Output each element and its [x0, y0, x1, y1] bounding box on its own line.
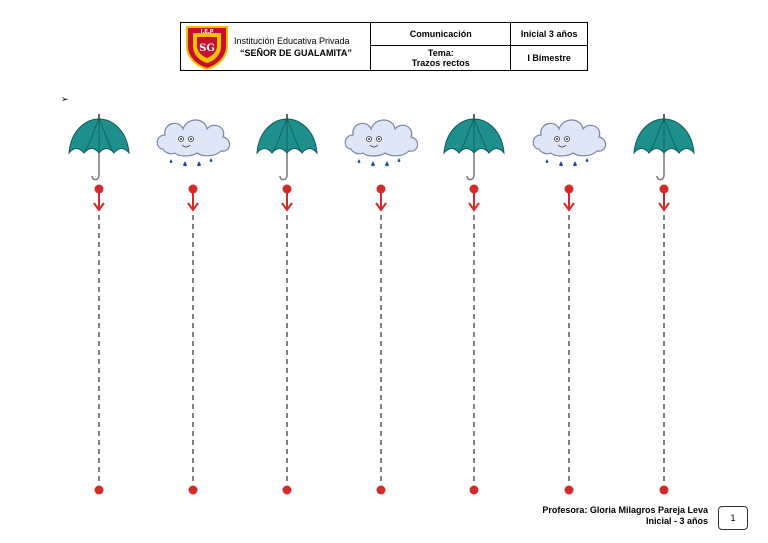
- footer-level: Inicial - 3 años: [645, 516, 708, 526]
- school-crest-icon: I.E.P SG: [186, 25, 228, 70]
- topic-cell: Tema: Trazos rectos: [370, 45, 512, 71]
- direction-arrow-icon: [281, 193, 293, 212]
- topic-label: Tema:: [427, 48, 454, 58]
- start-dot: [469, 184, 479, 194]
- svg-text:SG: SG: [199, 43, 215, 54]
- start-dot: [659, 184, 669, 194]
- teacher-name: Profesora: Gloria Milagros Pareja Leva: [542, 505, 708, 515]
- header-table: I.E.P SG Institución Educativa Privada “…: [179, 22, 588, 71]
- level-cell: Inicial 3 años: [510, 22, 588, 46]
- cloud-icon: [532, 119, 607, 167]
- umbrella-icon: [443, 113, 505, 181]
- page-number: 1: [718, 506, 748, 530]
- start-dot: [376, 184, 386, 194]
- end-dot: [659, 485, 669, 495]
- tracing-column: [256, 113, 318, 495]
- end-dot: [282, 485, 292, 495]
- tracing-column: [344, 119, 419, 495]
- tracing-column: [633, 113, 695, 495]
- end-dot: [376, 485, 386, 495]
- tracing-column: [156, 119, 231, 495]
- end-dot: [469, 485, 479, 495]
- start-dot: [564, 184, 574, 194]
- start-dot: [282, 184, 292, 194]
- bullet-marker: ➢: [61, 94, 69, 104]
- end-dot: [564, 485, 574, 495]
- start-dot: [188, 184, 198, 194]
- tracing-column: [68, 113, 130, 495]
- cloud-icon: [344, 119, 419, 167]
- institution-cell: I.E.P SG Institución Educativa Privada “…: [179, 22, 372, 71]
- end-dot: [94, 485, 104, 495]
- topic-value: Trazos rectos: [411, 58, 470, 68]
- umbrella-icon: [68, 113, 130, 181]
- start-dot: [94, 184, 104, 194]
- direction-arrow-icon: [93, 193, 105, 212]
- end-dot: [188, 485, 198, 495]
- tracing-column: [532, 119, 607, 495]
- umbrella-icon: [633, 113, 695, 181]
- direction-arrow-icon: [563, 193, 575, 212]
- tracing-column: [443, 113, 505, 495]
- period-cell: I Bimestre: [510, 45, 588, 71]
- direction-arrow-icon: [375, 193, 387, 212]
- institution-title: “SEÑOR DE GUALAMITA”: [240, 47, 352, 58]
- cloud-icon: [156, 119, 231, 167]
- umbrella-icon: [256, 113, 318, 181]
- direction-arrow-icon: [658, 193, 670, 212]
- footer: Profesora: Gloria Milagros Pareja Leva I…: [542, 505, 708, 527]
- logo-text: I.E.P: [201, 29, 214, 35]
- direction-arrow-icon: [468, 193, 480, 212]
- direction-arrow-icon: [187, 193, 199, 212]
- institution-name: Institución Educativa Privada: [234, 35, 350, 46]
